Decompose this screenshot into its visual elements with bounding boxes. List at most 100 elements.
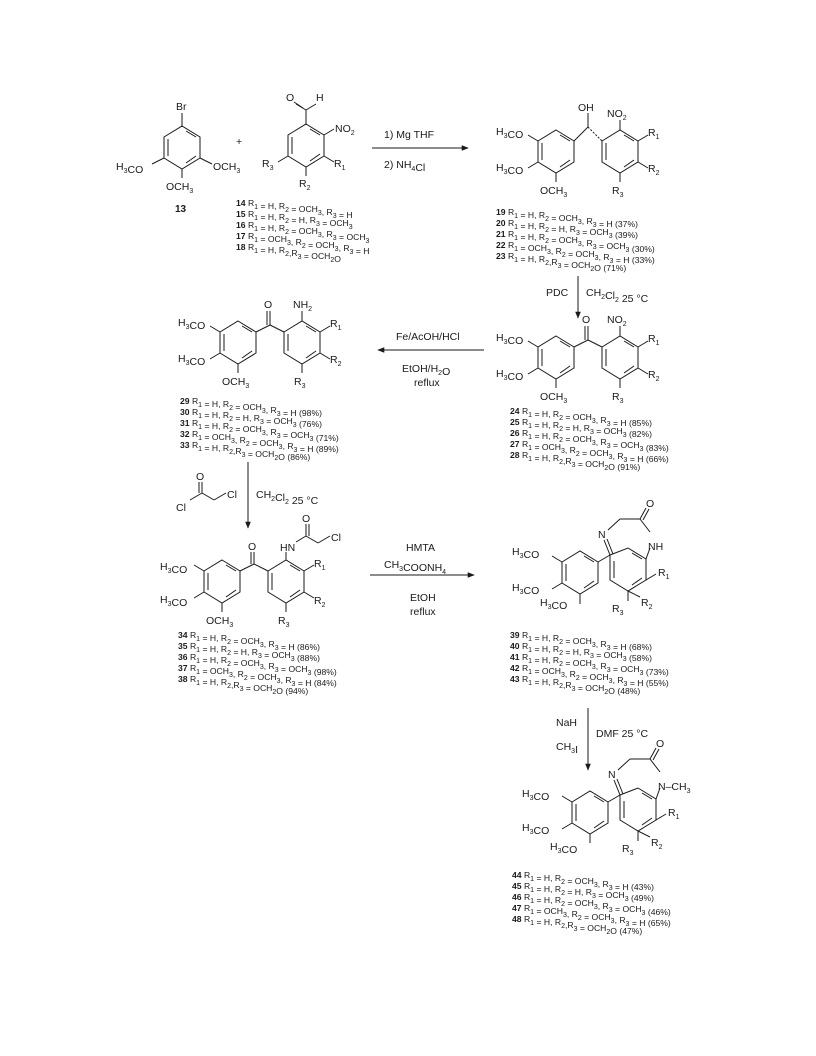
step5-condition-3: EtOH (410, 592, 436, 604)
compound-13-structure: Br H3CO OCH3 OCH3 13 (116, 101, 240, 215)
r2-label: R2 (299, 178, 311, 192)
r2-label: R2 (651, 837, 663, 851)
compound-entry-33: 33 R1 = H, R2,R3 = OCH2O (86%) (180, 440, 310, 462)
methoxy-label: OCH3 (206, 615, 233, 629)
step2-reagent: PDC (546, 287, 569, 299)
step4-condition: CH2Cl2 25 °C (256, 489, 319, 507)
r3-label: R3 (294, 376, 306, 390)
r1-label: R1 (648, 333, 660, 347)
step6-condition-3: DMF 25 °C (596, 728, 648, 740)
compound-list-44-48: 44 R1 = H, R2 = OCH3, R3 = H (43%)45 R1 … (512, 870, 671, 936)
compound-entry-31: 31 R1 = H, R2 = OCH3, R3 = OCH3 (71%) (180, 418, 339, 443)
r3-label: R3 (612, 603, 624, 617)
methoxy-label: H3CO (496, 332, 523, 347)
compound-entry-28: 28 R1 = H, R2,R3 = OCH2O (91%) (510, 450, 640, 472)
methoxy-label: H3CO (522, 822, 549, 837)
compound-list-14-18: 14 R1 = H, R2 = OCH3, R3 = H15 R1 = H, R… (236, 198, 370, 264)
n-methyl-benzodiazepinone-structure: O N N–CH3 H3CO H3CO H3CO R1 R2 R3 (522, 738, 691, 857)
carbonyl-o-label: O (264, 299, 272, 311)
compound-number-13: 13 (175, 204, 187, 215)
r2-label: R2 (648, 369, 660, 383)
compound-entry-29: 29 R1 = H, R2 = OCH3, R3 = H (98%) (180, 396, 322, 418)
compound-entry-26: 26 R1 = H, R2 = OCH3, R3 = OCH3 (83%) (510, 428, 669, 453)
step6-reaction-arrow: NaH CH3I DMF 25 °C (556, 708, 648, 771)
r1-label: R1 (648, 127, 660, 141)
aldehyde-h-label: H (316, 92, 324, 104)
methoxy-label: OCH3 (540, 391, 567, 405)
compound-list-19-23: 19 R1 = H, R2 = OCH3, R3 = H (37%)20 R1 … (496, 207, 655, 273)
methoxy-label: H3CO (496, 162, 523, 177)
step3-reaction-arrow: Fe/AcOH/HCl EtOH/H2O reflux (377, 331, 484, 389)
methoxy-label: H3CO (160, 561, 187, 576)
step5-reaction-arrow: HMTA CH3COONH4 EtOH reflux (370, 542, 475, 618)
compound-entry-15: 15 R1 = H, R2 = H, R3 = OCH3 (236, 209, 353, 231)
methoxy-label: H3CO (512, 582, 539, 597)
step6-condition-2: CH3I (556, 741, 578, 756)
r3-label: R3 (612, 185, 624, 199)
imine-n-label: N (598, 529, 606, 541)
step4-reaction-arrow: Cl O Cl CH2Cl2 25 °C (176, 462, 319, 529)
acyl-carbonyl-o-label: O (196, 471, 204, 483)
step1-condition-1: 1) Mg THF (384, 129, 434, 141)
r1-label: R1 (330, 318, 342, 332)
compound-entry-27: 27 R1 = OCH3, R2 = OCH3, R3 = H (66%) (510, 439, 669, 464)
carbonyl-o-label: O (582, 314, 590, 326)
compound-list-29-33: 29 R1 = H, R2 = OCH3, R3 = H (98%)30 R1 … (180, 396, 339, 462)
step3-condition-2: EtOH/H2O (402, 363, 450, 378)
benzodiazepinone-structure: O N NH H3CO H3CO H3CO R1 R2 R3 (512, 498, 670, 617)
methoxy-label: H3CO (496, 368, 523, 383)
compound-entry-17: 17 R1 = OCH3, R2 = OCH3, R3 = H (236, 231, 369, 256)
step3-condition-3: reflux (414, 377, 440, 389)
nitro-label: NO2 (607, 108, 627, 122)
compound-entry-47: 47 R1 = OCH3, R2 = OCH3, R3 = H (65%) (512, 903, 671, 928)
aldehyde-structure: O H NO2 R1 R2 R3 (262, 92, 355, 192)
r1-label: R1 (334, 158, 346, 172)
acyl-chloride-cl-label: Cl (176, 502, 186, 514)
lactam-nh-label: NH (648, 541, 663, 553)
compound-entry-22: 22 R1 = OCH3, R2 = OCH3, R3 = H (33%) (496, 240, 655, 265)
methoxy-label: H3CO (512, 546, 539, 561)
compound-entry-30: 30 R1 = H, R2 = H, R3 = OCH3 (76%) (180, 407, 322, 429)
compound-list-39-43: 39 R1 = H, R2 = OCH3, R3 = H (68%)40 R1 … (510, 630, 669, 696)
step2-condition: CH2Cl2 25 °C (586, 287, 649, 305)
compound-entry-43: 43 R1 = H, R2,R3 = OCH2O (48%) (510, 674, 640, 696)
r3-label: R3 (612, 391, 624, 405)
step3-condition-1: Fe/AcOH/HCl (396, 331, 460, 343)
r1-label: R1 (658, 567, 670, 581)
lactam-o-label: O (656, 738, 664, 750)
methoxy-label: H3CO (160, 594, 187, 609)
chloro-label: Cl (331, 532, 341, 544)
compound-entry-48: 48 R1 = H, R2,R3 = OCH2O (47%) (512, 914, 642, 936)
nitro-label: NO2 (607, 314, 627, 328)
bromo-label: Br (176, 101, 187, 113)
amino-ketone-structure: O NH2 H3CO H3CO OCH3 R1 R2 R3 (178, 299, 342, 390)
methoxy-bottom-label: OCH3 (166, 181, 193, 195)
compound-entry-18: 18 R1 = H, R2,R3 = OCH2O (236, 242, 341, 264)
hydroxyl-label: OH (578, 102, 594, 114)
step5-condition-1: HMTA (406, 542, 435, 554)
r2-label: R2 (648, 163, 660, 177)
compound-entry-16: 16 R1 = H, R2 = OCH3, R3 = OCH3 (236, 220, 370, 245)
compound-entry-42: 42 R1 = OCH3, R2 = OCH3, R3 = H (55%) (510, 663, 669, 688)
step1-reaction-arrow: 1) Mg THF 2) NH4Cl (372, 129, 469, 174)
r3-label: R3 (278, 615, 290, 629)
compound-list-34-38: 34 R1 = H, R2 = OCH3, R3 = H (86%)35 R1 … (178, 630, 337, 696)
compound-entry-25: 25 R1 = H, R2 = H, R3 = OCH3 (82%) (510, 417, 652, 439)
methoxy-label: H3CO (522, 788, 549, 803)
amide-o-label: O (302, 513, 310, 525)
methoxy-label: H3CO (540, 597, 567, 612)
r3-label: R3 (622, 843, 634, 857)
compound-entry-40: 40 R1 = H, R2 = H, R3 = OCH3 (58%) (510, 641, 652, 663)
methoxy-label: H3CO (550, 841, 577, 856)
compound-entry-14: 14 R1 = H, R2 = OCH3, R3 = H (236, 198, 353, 220)
nitro-ketone-structure: O NO2 H3CO H3CO OCH3 R1 R2 R3 (496, 314, 660, 405)
compound-entry-19: 19 R1 = H, R2 = OCH3, R3 = H (37%) (496, 207, 638, 229)
carbonyl-o-label: O (286, 92, 294, 104)
r2-label: R2 (330, 354, 342, 368)
compound-entry-46: 46 R1 = H, R2 = OCH3, R3 = OCH3 (46%) (512, 892, 671, 917)
compound-entry-21: 21 R1 = H, R2 = OCH3, R3 = OCH3 (30%) (496, 229, 655, 254)
step6-condition-1: NaH (556, 717, 577, 729)
step5-condition-2: CH3COONH4 (384, 559, 446, 576)
compound-entry-45: 45 R1 = H, R2 = H, R3 = OCH3 (49%) (512, 881, 654, 903)
